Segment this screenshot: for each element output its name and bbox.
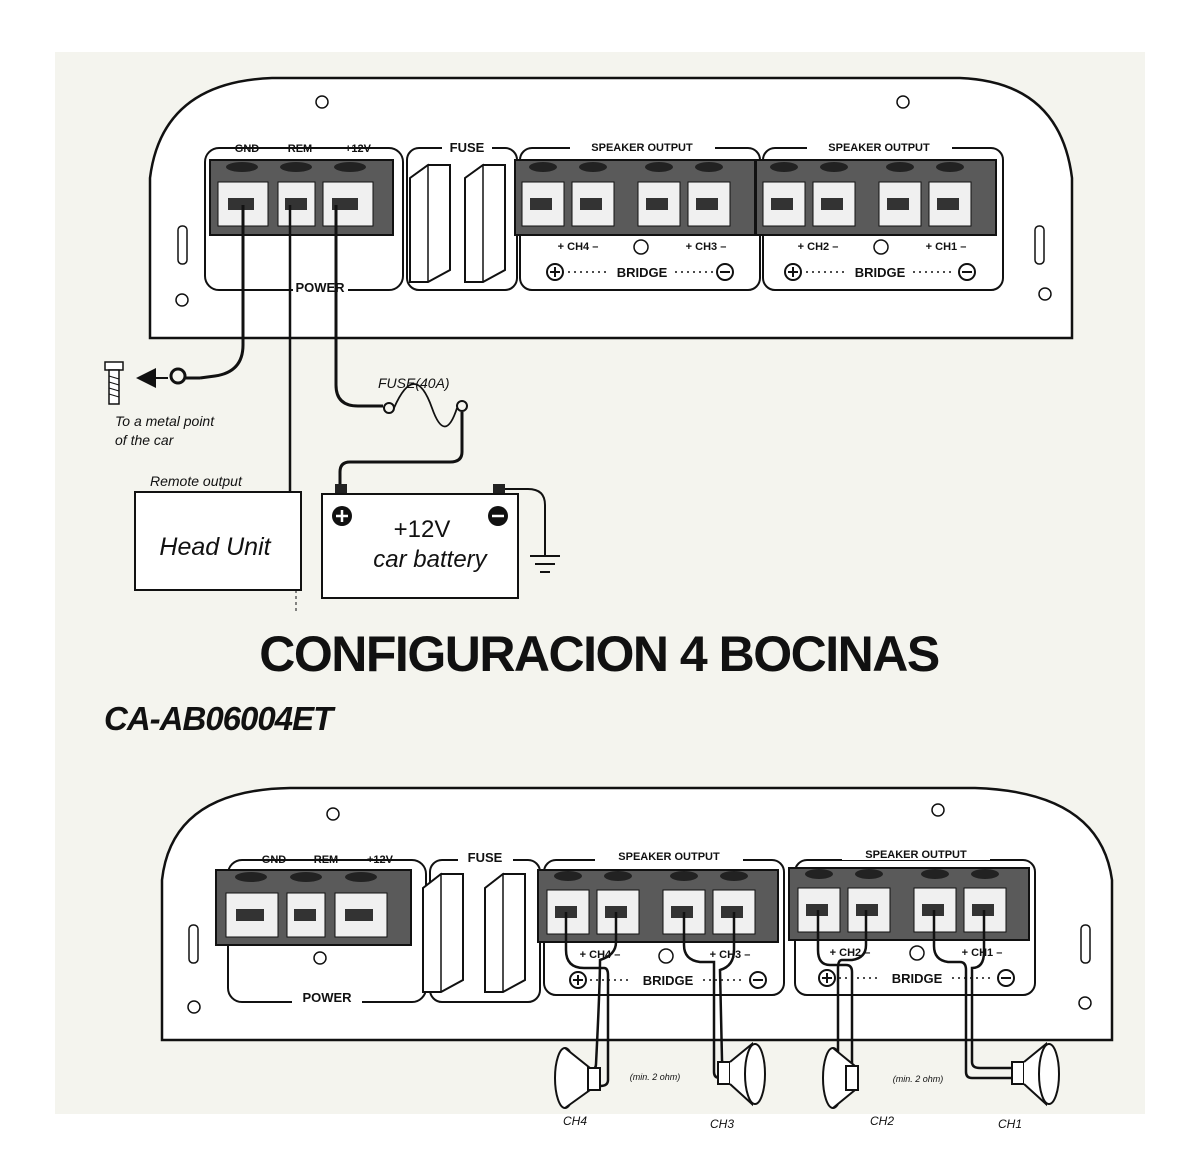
speaker-ch3-icon xyxy=(717,1041,766,1107)
mount-hole xyxy=(315,95,329,109)
mount-slot xyxy=(188,924,199,964)
rem-label: REM xyxy=(314,854,338,866)
speaker-terminal-block xyxy=(537,869,779,943)
speaker-ch4-label: CH4 xyxy=(563,1114,587,1128)
ground-label-line2: of the car xyxy=(115,432,175,448)
bridge-plus-icon xyxy=(784,263,802,281)
bridge-minus-icon xyxy=(958,263,976,281)
speaker-output-label: SPEAKER OUTPUT xyxy=(618,851,720,863)
power-terminal-block xyxy=(209,159,394,236)
speaker-ch4-icon xyxy=(554,1047,601,1109)
rem-label: REM xyxy=(288,143,312,155)
mount-hole xyxy=(931,803,945,817)
speaker-terminal-block xyxy=(514,159,756,236)
top-amplifier: POWER GND REM +12V FUSE xyxy=(148,76,1074,340)
head-unit-box xyxy=(134,491,302,591)
ch4-label: + CH4 – xyxy=(580,949,621,961)
gnd-label: GND xyxy=(235,143,260,155)
mount-hole xyxy=(187,1000,201,1014)
battery-voltage-label: +12V xyxy=(394,516,451,543)
fuse-icon xyxy=(464,163,506,283)
bridge-label: BRIDGE xyxy=(643,973,694,988)
min-ohm-label-a: (min. 2 ohm) xyxy=(630,1072,681,1082)
mount-hole xyxy=(175,293,189,307)
min-ohm-label-b: (min. 2 ohm) xyxy=(893,1074,944,1084)
speaker-terminal-block xyxy=(755,159,997,236)
ground-symbol-icon xyxy=(530,555,560,573)
fuse-40a-label: FUSE(40A) xyxy=(378,375,450,391)
remote-output-label: Remote output xyxy=(150,473,243,489)
ch2-label: + CH2 – xyxy=(798,241,839,253)
mount-hole xyxy=(313,951,327,965)
model-number: CA-AB06004ET xyxy=(104,700,333,737)
ch3-label: + CH3 – xyxy=(686,241,727,253)
bolt-icon xyxy=(104,361,124,405)
speaker-ch2-label: CH2 xyxy=(870,1114,894,1128)
mount-hole xyxy=(326,807,340,821)
ground-label-line1: To a metal point xyxy=(115,413,215,429)
page-title: CONFIGURACION 4 BOCINAS xyxy=(259,626,940,682)
battery-label: car battery xyxy=(373,546,488,573)
power-wiring: To a metal point of the car Remote outpu… xyxy=(104,205,560,614)
mount-slot xyxy=(1034,225,1045,265)
speaker-ch2-icon xyxy=(822,1047,859,1109)
car-battery: +12V car battery xyxy=(321,484,519,599)
head-unit-label: Head Unit xyxy=(159,533,271,561)
bridge-label: BRIDGE xyxy=(855,265,906,280)
ring-terminal-icon xyxy=(169,367,187,385)
speaker-terminal-block xyxy=(788,867,1030,941)
ch1-label: + CH1 – xyxy=(926,241,967,253)
fuse-icon xyxy=(422,872,464,993)
power-terminal-block xyxy=(215,869,412,946)
ch3-label: + CH3 – xyxy=(710,949,751,961)
speaker-output-label: SPEAKER OUTPUT xyxy=(828,142,930,154)
ch1-label: + CH1 – xyxy=(962,947,1003,959)
speaker-ch3-label: CH3 xyxy=(710,1117,734,1131)
speaker-output-label: SPEAKER OUTPUT xyxy=(591,142,693,154)
bridge-plus-icon xyxy=(569,971,587,989)
bridge-plus-icon xyxy=(546,263,564,281)
fuse-section-label: FUSE xyxy=(468,850,503,865)
fuse-icon xyxy=(484,872,526,993)
speaker-ch1-label: CH1 xyxy=(998,1117,1022,1131)
mount-hole xyxy=(1038,287,1052,301)
speaker-ch1-icon xyxy=(1011,1041,1060,1107)
fuse-section-label: FUSE xyxy=(450,140,485,155)
bridge-plus-icon xyxy=(818,969,836,987)
power-label: POWER xyxy=(302,990,352,1005)
power-label: POWER xyxy=(295,280,345,295)
fuse-icon xyxy=(409,163,451,283)
mount-slot xyxy=(1080,924,1091,964)
v12-label: +12V xyxy=(367,854,394,866)
fuse-symbol xyxy=(393,383,458,428)
bridge-minus-icon xyxy=(716,263,734,281)
ch4-label: + CH4 – xyxy=(558,241,599,253)
v12-label: +12V xyxy=(345,143,372,155)
mount-slot xyxy=(177,225,188,265)
bottom-amplifier: POWER GND REM +12V FUSE xyxy=(160,786,1114,1042)
bridge-label: BRIDGE xyxy=(617,265,668,280)
bridge-label: BRIDGE xyxy=(892,971,943,986)
mount-hole xyxy=(1078,996,1092,1010)
speaker-output-label: SPEAKER OUTPUT xyxy=(865,849,967,861)
gnd-label: GND xyxy=(262,854,287,866)
mount-hole xyxy=(896,95,910,109)
bridge-minus-icon xyxy=(749,971,767,989)
bridge-minus-icon xyxy=(997,969,1015,987)
